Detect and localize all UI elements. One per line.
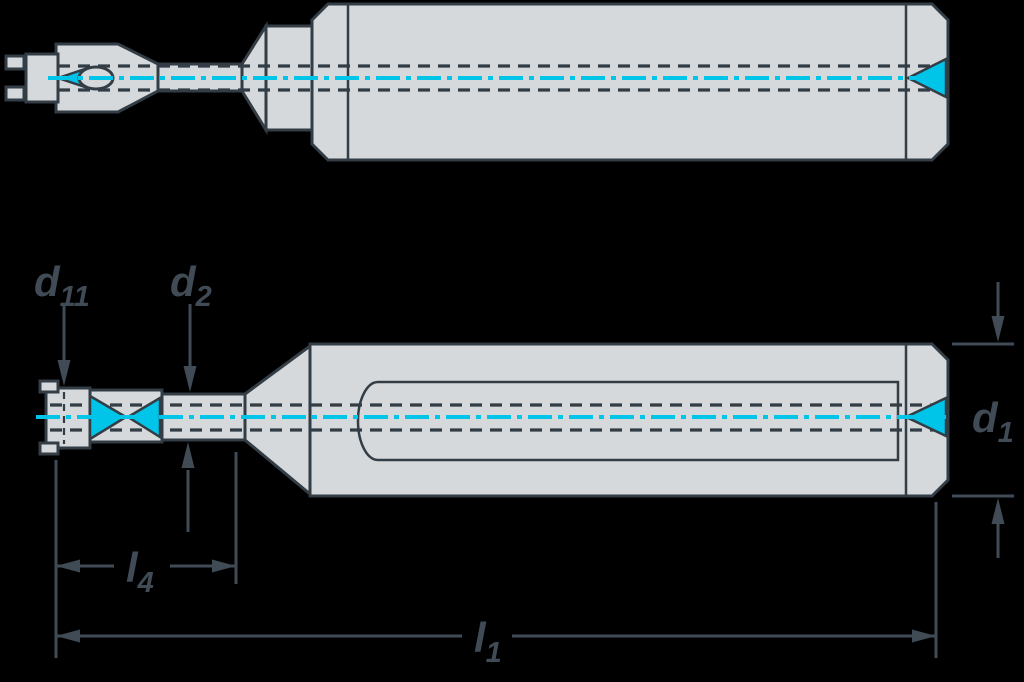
upper-tool-view: [4, 2, 950, 162]
lower-clamp-bracket-bottom: [38, 441, 60, 456]
dimension-l1: l1: [54, 460, 938, 669]
lower-taper-cone: [243, 343, 312, 498]
upper-clamp-bracket-top: [4, 54, 26, 71]
lower-tool-view: [36, 342, 950, 498]
l1-arrowhead-left: [56, 629, 80, 643]
dimension-l4: l4: [56, 452, 238, 599]
d1-arrowhead-top: [991, 316, 1005, 342]
d2-arrowhead-bottom: [181, 442, 195, 468]
d2-arrowhead-top: [183, 366, 197, 392]
dimension-d1: d1: [952, 282, 1014, 558]
d2-label: d2: [170, 258, 212, 313]
d11-arrowhead: [57, 360, 71, 386]
d1-label: d1: [972, 394, 1014, 449]
lower-shank-body: [308, 342, 950, 498]
lower-clamp-bracket-top: [38, 379, 60, 394]
l1-arrowhead-right: [912, 629, 936, 643]
d1-arrowhead-bottom: [991, 498, 1005, 524]
upper-clamp-bracket-bottom: [4, 85, 26, 102]
lower-clamping-flat-contour: [356, 380, 900, 462]
l4-arrowhead-left: [56, 559, 80, 573]
upper-shank-body: [310, 2, 950, 162]
dimension-d11: d11: [34, 258, 90, 386]
d11-label: d11: [34, 258, 90, 313]
l1-label: l1: [474, 614, 502, 669]
l4-label: l4: [126, 544, 154, 599]
dimension-d2: d2: [170, 258, 212, 532]
l4-arrowhead-right: [212, 559, 236, 573]
